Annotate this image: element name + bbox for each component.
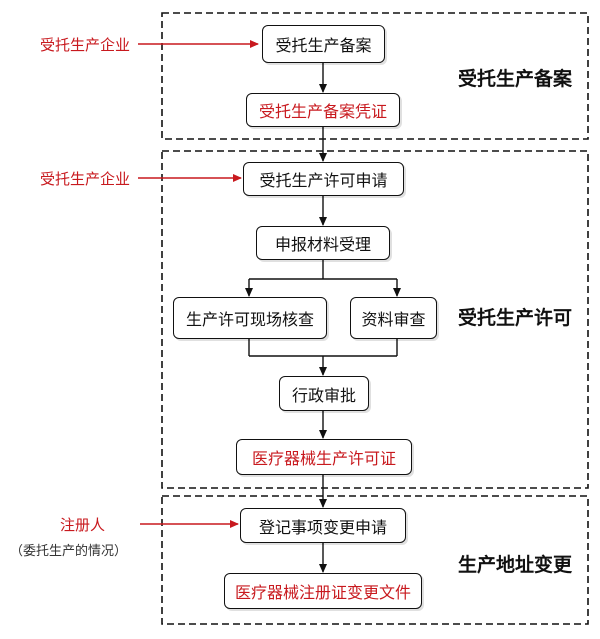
section-frame-license xyxy=(161,150,589,489)
node-device-license: 医疗器械生产许可证 xyxy=(236,439,412,475)
side-label-registrant-note: （委托生产的情况） xyxy=(10,544,128,559)
node-document-review: 资料审查 xyxy=(350,297,437,339)
node-filing-certificate: 受托生产备案凭证 xyxy=(246,93,400,127)
node-onsite-inspection: 生产许可现场核查 xyxy=(173,297,327,339)
node-admin-approval: 行政审批 xyxy=(279,376,369,411)
section-title-license: 受托生产许可 xyxy=(458,307,573,329)
side-label-registrant: 注册人 xyxy=(60,516,106,534)
section-frame-filing xyxy=(161,12,589,140)
side-label-enterprise-1: 受托生产企业 xyxy=(40,36,131,54)
side-label-enterprise-2: 受托生产企业 xyxy=(40,170,131,188)
node-registration-change-doc: 医疗器械注册证变更文件 xyxy=(224,573,422,609)
section-title-filing: 受托生产备案 xyxy=(458,68,573,90)
section-title-address-change: 生产地址变更 xyxy=(458,554,573,576)
node-filing: 受托生产备案 xyxy=(262,25,385,63)
node-license-application: 受托生产许可申请 xyxy=(243,162,404,196)
node-change-application: 登记事项变更申请 xyxy=(240,508,406,543)
section-frame-address-change xyxy=(161,495,589,625)
node-material-acceptance: 申报材料受理 xyxy=(256,226,390,260)
